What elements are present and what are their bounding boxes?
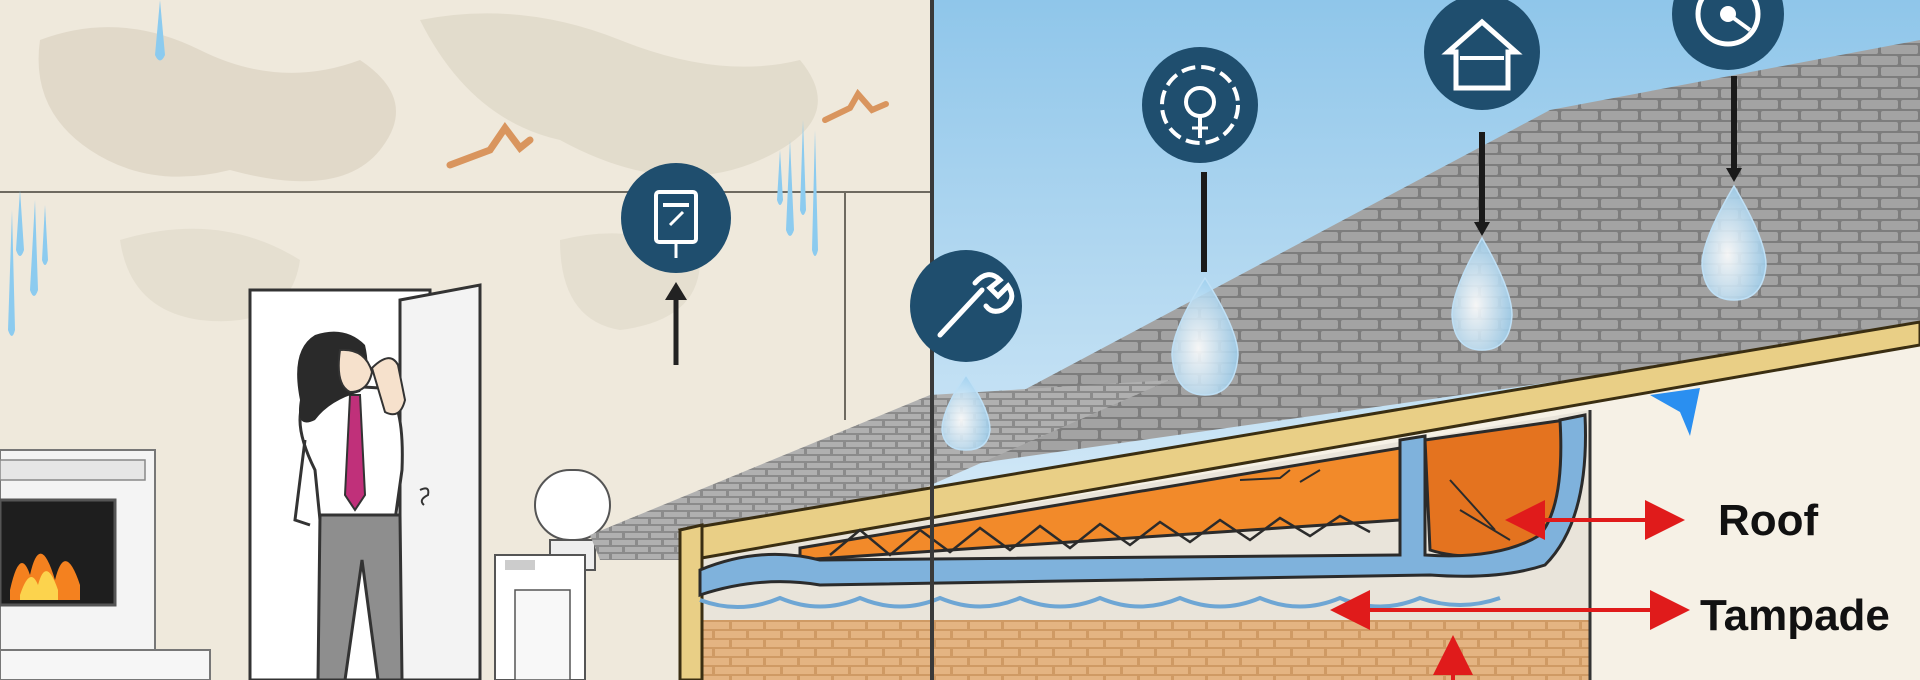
arrow-head bbox=[1726, 168, 1742, 182]
wrench-icon bbox=[910, 250, 1022, 362]
blue-pointer-icon bbox=[1650, 388, 1700, 436]
up-arrow-icon bbox=[665, 282, 687, 365]
gauge-icon bbox=[1142, 47, 1258, 163]
label-tampade: Tampade bbox=[1700, 591, 1890, 640]
water-drips bbox=[8, 0, 818, 336]
fireplace bbox=[0, 449, 211, 680]
exterior-roof bbox=[590, 0, 1920, 680]
person-figure bbox=[293, 331, 407, 680]
wall-crack bbox=[822, 88, 889, 123]
house-shield-icon bbox=[1424, 0, 1540, 110]
clipboard-icon bbox=[621, 163, 731, 273]
water-drop bbox=[1171, 276, 1239, 396]
wall-crack bbox=[446, 121, 534, 169]
arrow-head bbox=[1474, 222, 1490, 236]
label-roof: Roof bbox=[1718, 496, 1819, 545]
interior-room bbox=[0, 0, 930, 680]
water-drop bbox=[1701, 184, 1767, 301]
water-heater bbox=[494, 469, 611, 680]
water-drop bbox=[1451, 236, 1513, 351]
target-icon bbox=[1672, 0, 1784, 70]
water-drop bbox=[941, 373, 991, 451]
